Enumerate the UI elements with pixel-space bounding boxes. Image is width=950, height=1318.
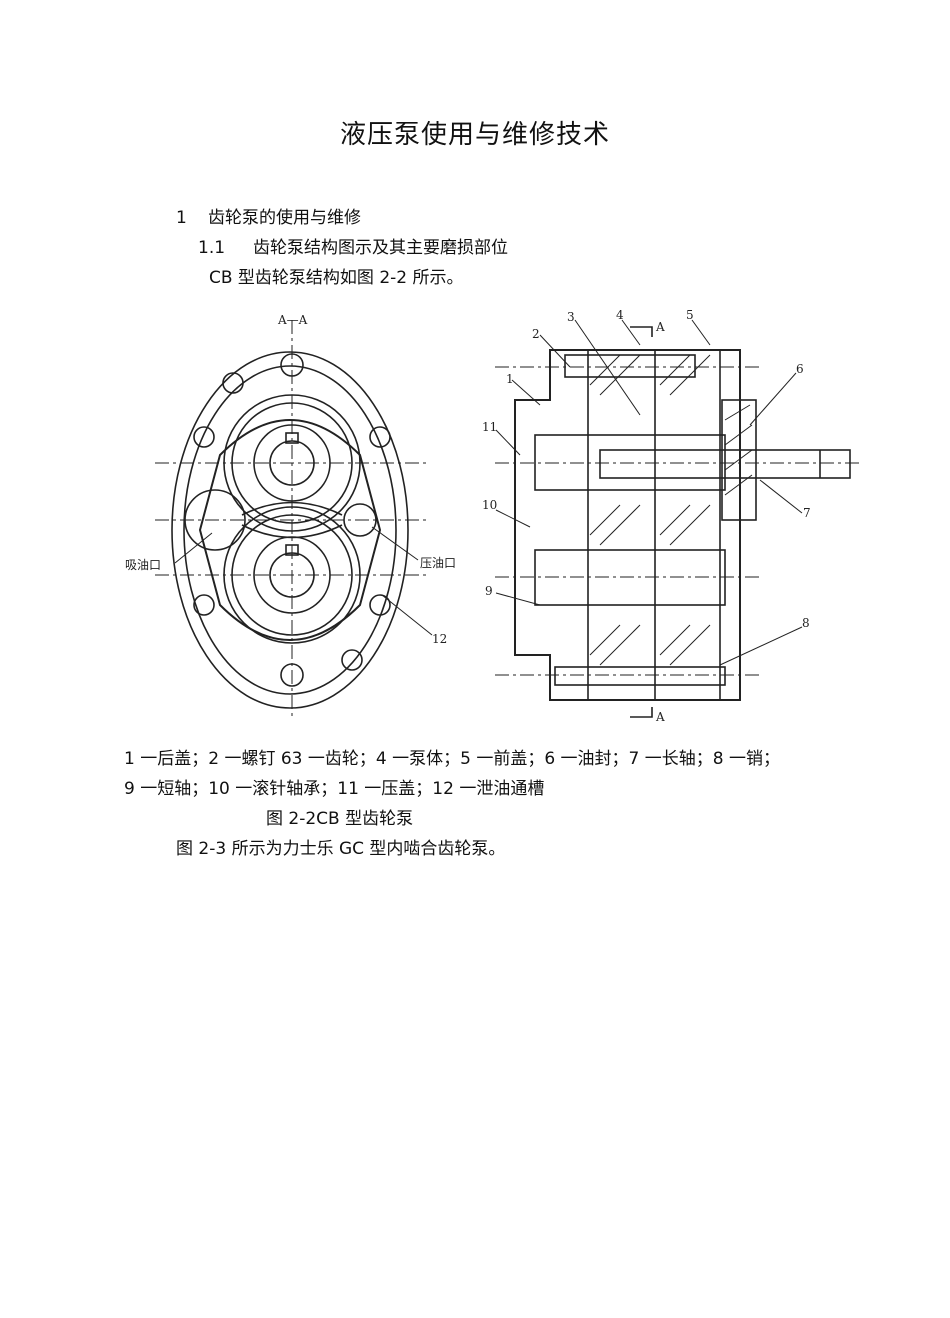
part-number-2: 2 <box>532 327 540 341</box>
part-number-9: 9 <box>485 584 493 598</box>
pressure-port-label: 压油口 <box>420 556 456 570</box>
suction-port-label: 吸油口 <box>125 558 161 572</box>
gear-pump-drawing: A—A 吸油口 压油口 A A 1 2 3 4 5 6 7 8 9 10 11 … <box>125 308 860 724</box>
part-number-4: 4 <box>616 308 624 322</box>
part-number-3: 3 <box>567 310 575 324</box>
figure-caption: 图 2-2CB 型齿轮泵 <box>266 809 414 829</box>
page-title: 液压泵使用与维修技术 <box>339 120 610 150</box>
part-number-5: 5 <box>686 308 694 322</box>
section-text: 齿轮泵的使用与维修 <box>208 208 361 228</box>
screw <box>564 354 696 378</box>
pump-housing-side <box>514 349 741 701</box>
pump-body-outline <box>171 351 409 709</box>
pin <box>554 666 726 686</box>
intro-paragraph: CB 型齿轮泵结构如图 2-2 所示。 <box>209 268 464 288</box>
section-number: 1 <box>176 208 187 228</box>
legend-line-2: 9 一短轴；10 一滚针轴承；11 一压盖；12 一泄油通槽 <box>124 779 545 799</box>
section-label: A—A <box>277 313 308 327</box>
part-number-8: 8 <box>802 616 810 630</box>
section-arrow-label-bottom: A <box>655 710 665 724</box>
part-number-11: 11 <box>482 420 497 434</box>
legend-line-1: 1 一后盖；2 一螺钉 63 一齿轮；4 一泵体；5 一前盖；6 一油封；7 一… <box>124 749 780 769</box>
part-number-10: 10 <box>482 498 497 512</box>
section-heading-1-1: 1.1 齿轮泵结构图示及其主要磨损部位 <box>198 233 508 258</box>
section-text: 齿轮泵结构图示及其主要磨损部位 <box>253 238 508 258</box>
next-paragraph: 图 2-3 所示为力士乐 GC 型内啮合齿轮泵。 <box>176 839 506 859</box>
section-arrow-label-top: A <box>655 320 665 334</box>
section-heading-1: 1 齿轮泵的使用与维修 <box>176 203 361 228</box>
oil-seal <box>721 399 757 521</box>
gear-pump-figure: A—A 吸油口 压油口 A A 1 2 3 4 5 6 7 8 9 10 11 … <box>120 305 860 730</box>
part-number-1: 1 <box>506 372 514 386</box>
long-shaft <box>599 449 851 479</box>
part-number-12: 12 <box>432 632 447 646</box>
part-number-6: 6 <box>796 362 804 376</box>
section-number: 1.1 <box>198 238 226 258</box>
part-number-7: 7 <box>803 506 811 520</box>
